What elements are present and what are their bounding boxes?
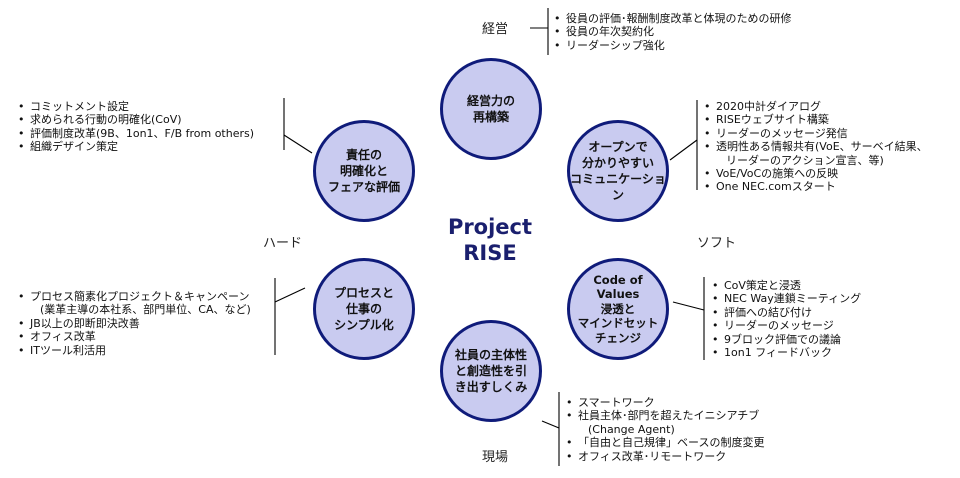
connector-bottom (541, 420, 560, 429)
connector-right-upper (669, 139, 698, 161)
connector-right-lower (672, 301, 705, 311)
list-item: ITツール利活用 (18, 344, 251, 358)
list-left-lower: プロセス簡素化プロジェクト＆キャンペーン (業革主導の本社系、部門単位、CA、な… (18, 290, 251, 357)
list-top: 役員の評価･報酬制度改革と体現のための研修 役員の年次契約化 リーダーシップ強化 (554, 12, 792, 53)
circle-label: プロセスと 仕事の シンプル化 (333, 286, 394, 332)
list-item: 1on1 フィードバック (712, 346, 861, 360)
list-item: プロセス簡素化プロジェクト＆キャンペーン (18, 290, 251, 304)
list-item: NEC Way連鎖ミーティング (712, 292, 861, 306)
list-right-upper: 2020中計ダイアログ RISEウェブサイト構築 リーダーのメッセージ発信 透明… (704, 100, 928, 194)
connector-left-upper (283, 134, 313, 154)
list-item: 社員主体･部門を超えたイニシアチブ (566, 409, 764, 423)
axis-label-left: ハード (263, 236, 303, 251)
list-item-continuation: (業革主導の本社系、部門単位、CA、など) (40, 303, 251, 317)
circle-label: 経営力の 再構築 (466, 94, 515, 124)
axis-label-top: 経営 (482, 22, 509, 37)
list-item: 求められる行動の明確化(CoV) (18, 113, 254, 127)
list-item: リーダーシップ強化 (554, 39, 792, 53)
circle-label: 社員の主体性 と創造性を引 き出すしくみ (454, 348, 528, 394)
circle-label: Code of Values 浸透と マインドセット チェンジ (577, 272, 659, 345)
circle-communication: オープンで 分かりやすい コミュニケーション (567, 120, 669, 222)
connector-left-lower (274, 287, 306, 303)
list-item: 「自由と自己規律」ベースの制度変更 (566, 436, 764, 450)
circle-fair-evaluation: 責任の 明確化と フェアな評価 (313, 120, 415, 222)
circle-process-simplification: プロセスと 仕事の シンプル化 (313, 258, 415, 360)
list-item: VoE/VoCの施策への反映 (704, 167, 928, 181)
list-item: 透明性ある情報共有(VoE、サーベイ結果、 (704, 140, 928, 154)
axis-label-right: ソフト (697, 236, 737, 251)
circle-label: 責任の 明確化と フェアな評価 (327, 148, 400, 194)
list-right-lower: CoV策定と浸透 NEC Way連鎖ミーティング 評価への結び付け リーダーのメ… (712, 279, 861, 360)
list-item: リーダーのメッセージ発信 (704, 127, 928, 141)
circle-management: 経営力の 再構築 (440, 58, 542, 160)
list-left-upper: コミットメント設定 求められる行動の明確化(CoV) 評価制度改革(9B、1on… (18, 100, 254, 154)
list-item: 9ブロック評価での議論 (712, 333, 861, 347)
project-title: Project RISE (447, 215, 533, 265)
list-item: RISEウェブサイト構築 (704, 113, 928, 127)
circle-code-of-values: Code of Values 浸透と マインドセット チェンジ (567, 258, 669, 360)
list-item-continuation: リーダーのアクション宣言、等) (726, 153, 884, 167)
list-item: 役員の年次契約化 (554, 25, 792, 39)
list-bottom: スマートワーク 社員主体･部門を超えたイニシアチブ (Change Agent)… (566, 396, 764, 463)
list-item: 2020中計ダイアログ (704, 100, 928, 114)
axis-label-bottom: 現場 (482, 450, 509, 465)
circle-label: オープンで 分かりやすい コミュニケーション (570, 140, 666, 202)
list-item: 役員の評価･報酬制度改革と体現のための研修 (554, 12, 792, 26)
circle-employee-initiative: 社員の主体性 と創造性を引 き出すしくみ (440, 320, 542, 422)
list-item: オフィス改革 (18, 330, 251, 344)
list-item: コミットメント設定 (18, 100, 254, 114)
list-item: One NEC.comスタート (704, 180, 928, 194)
list-item: 組織デザイン策定 (18, 140, 254, 154)
list-item: 評価への結び付け (712, 306, 861, 320)
list-item: オフィス改革･リモートワーク (566, 450, 764, 464)
list-item: スマートワーク (566, 396, 764, 410)
list-item-continuation: (Change Agent) (588, 422, 675, 436)
list-item: リーダーのメッセージ (712, 319, 861, 333)
list-item: CoV策定と浸透 (712, 279, 861, 293)
list-item: 評価制度改革(9B、1on1、F/B from others) (18, 127, 254, 141)
list-item: JB以上の即断即決改善 (18, 317, 251, 331)
